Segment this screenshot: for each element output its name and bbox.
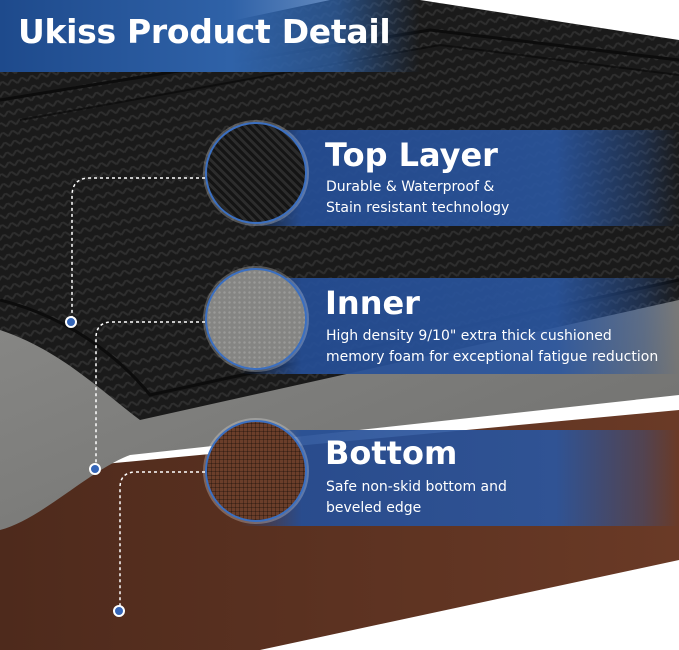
inner-layer-title: Inner	[325, 284, 420, 322]
top-layer-title: Top Layer	[325, 136, 498, 174]
inner-layer-band	[240, 278, 679, 374]
bottom-layer-texture-swatch	[205, 420, 307, 522]
top-layer-band	[240, 130, 679, 226]
bottom-layer-title: Bottom	[325, 434, 458, 472]
header-banner	[0, 0, 420, 72]
top-layer-desc-line1: Durable & Waterproof &	[326, 179, 495, 195]
bottom-layer-desc-line1: Safe non-skid bottom and	[326, 479, 507, 495]
bottom-layer-band	[240, 430, 679, 526]
inner-layer-texture-swatch	[205, 268, 307, 370]
top-layer-desc-line2: Stain resistant technology	[326, 200, 510, 216]
bottom-layer-desc-line2: beveled edge	[326, 500, 422, 516]
inner-layer-desc-line2: memory foam for exceptional fatigue redu…	[326, 349, 659, 365]
top-layer-marker-dot	[65, 316, 77, 328]
top-layer-texture-swatch	[205, 122, 307, 224]
page-title: Ukiss Product Detail	[18, 12, 391, 51]
inner-layer-marker-dot	[89, 463, 101, 475]
bottom-layer-marker-dot	[113, 605, 125, 617]
inner-layer-desc-line1: High density 9/10" extra thick cushioned	[326, 328, 612, 344]
